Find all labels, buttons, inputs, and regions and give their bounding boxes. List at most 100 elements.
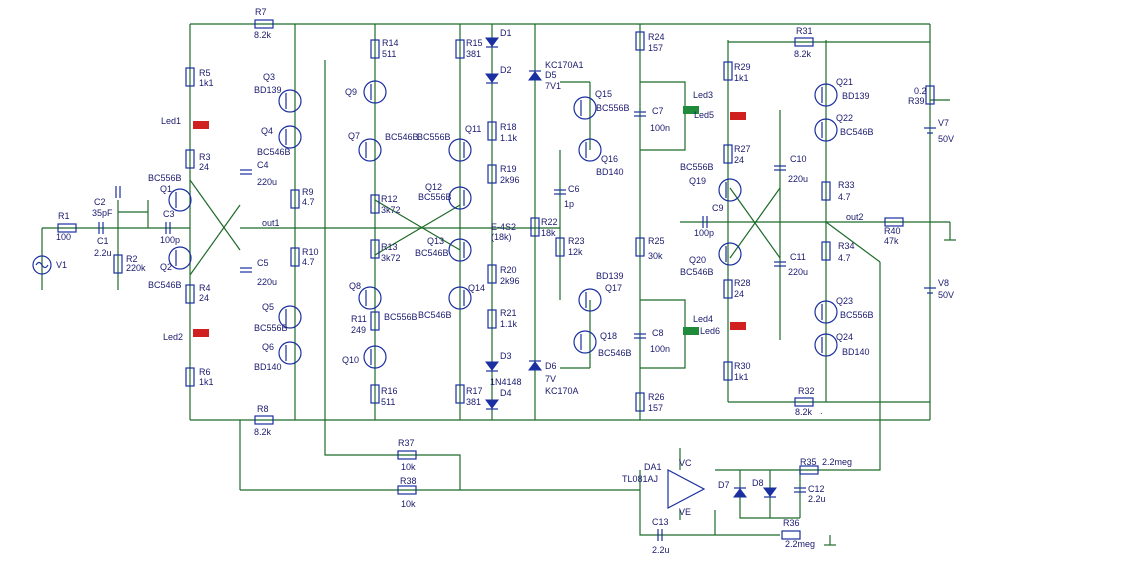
transistor-q18-name: Q18: [600, 331, 617, 341]
resistor-r12-value: 3k72: [381, 205, 401, 215]
led6-name: Led6: [700, 326, 720, 336]
transistor-q11: Q11 BC556B: [417, 124, 481, 162]
transistor-q21-part: BD139: [842, 91, 870, 101]
resistor-r28-value: 24: [734, 289, 744, 299]
resistor-r16-name: R16: [381, 386, 398, 396]
resistor-r35-value: 2.2meg: [822, 457, 852, 467]
resistor-r23-name: R23: [568, 236, 585, 246]
resistor-r27-value: 24: [734, 155, 744, 165]
resistor-r26-name: R26: [648, 392, 665, 402]
resistor-r22-value: 18k: [541, 228, 556, 238]
resistor-r19-value: 2k96: [500, 175, 520, 185]
resistor-r35: R35 2.2meg: [799, 457, 852, 475]
capacitor-c10-value: 220u: [788, 174, 808, 184]
capacitor-c6-value: 1p: [564, 199, 574, 209]
resistor-r19: R19 2k96: [487, 164, 520, 185]
resistor-r31-name: R31: [796, 26, 813, 36]
resistor-r20-name: R20: [500, 265, 517, 275]
resistor-r6: R6 1k1: [185, 367, 214, 387]
net-e-value: (18k): [491, 232, 512, 242]
capacitor-c11-name: C11: [790, 252, 806, 262]
transistor-q4: Q4 BC546B: [257, 125, 302, 157]
resistor-r17-name: R17: [466, 386, 483, 396]
resistor-r8-value: 8.2k: [254, 427, 272, 437]
source-v7-name: V7: [938, 118, 949, 128]
diode-d3: D3 1N4148: [485, 351, 522, 387]
resistor-r34-value: 4.7: [838, 253, 851, 263]
capacitor-c12: C12 2.2u: [794, 484, 826, 504]
diode-d2: D2: [485, 65, 512, 84]
capacitor-c13-value: 2.2u: [652, 545, 670, 555]
source-v8-value: 50V: [938, 290, 954, 300]
led3-name: Led3: [693, 90, 713, 100]
resistor-r38-value: 10k: [401, 499, 416, 509]
resistor-r18-name: R18: [500, 122, 517, 132]
resistor-r20: R20 2k96: [487, 264, 520, 286]
resistor-r30-value: 1k1: [734, 372, 749, 382]
transistor-q1-name: Q1: [160, 184, 172, 194]
resistor-r37: R37 10k: [397, 438, 417, 472]
resistor-r28: R28 24: [723, 278, 751, 299]
resistor-r34-name: R34: [838, 241, 855, 251]
transistor-q17-name: Q17: [605, 283, 622, 293]
net-e-label: E-4S2: [491, 222, 516, 232]
resistor-r1: R1 100: [56, 211, 77, 242]
diode-d7: D7: [718, 480, 747, 498]
resistor-r26-value: 157: [648, 403, 663, 413]
resistor-r4-name: R4: [199, 283, 211, 293]
resistor-r39-value: 0.2: [914, 86, 927, 96]
capacitor-c10-name: C10: [790, 154, 807, 164]
transistor-q14-part: BC546B: [418, 310, 452, 320]
diode-d5-value: 7V1: [545, 81, 561, 91]
capacitor-c8: C8 100n: [634, 328, 670, 354]
transistor-q6-name: Q6: [262, 342, 274, 352]
resistor-r22-name: R22: [541, 217, 558, 227]
transistor-q2-part: BC546B: [148, 280, 182, 290]
net-out2: out2: [846, 212, 864, 222]
led1-body: [193, 121, 209, 129]
resistor-r35-name: R35: [800, 457, 817, 467]
source-v8: V8 50V: [924, 278, 954, 300]
transistor-q11-name: Q11: [465, 124, 481, 134]
transistor-q5-name: Q5: [262, 302, 274, 312]
capacitor-c7-name: C7: [652, 106, 664, 116]
resistor-r12: R12 3k72: [370, 194, 401, 215]
diode-d1: D1: [485, 28, 512, 48]
resistor-r24-name: R24: [648, 32, 665, 42]
transistor-q12-part: BC556B: [418, 192, 452, 202]
resistor-r26: R26 157: [635, 392, 665, 413]
capacitor-c5-name: C5: [257, 258, 269, 268]
resistor-r24-value: 157: [648, 43, 663, 53]
led3-body: [683, 106, 699, 114]
transistor-q7-name: Q7: [348, 131, 360, 141]
transistor-q3-part: BD139: [254, 85, 282, 95]
capacitor-c13-name: C13: [652, 517, 669, 527]
capacitor-c4-value: 220u: [257, 177, 277, 187]
resistor-r40-value: 47k: [884, 236, 899, 246]
transistor-q16: Q16 BD140: [578, 138, 624, 177]
resistor-r2-name: R2: [126, 254, 138, 264]
led-led3: Led3: [683, 90, 713, 114]
transistor-q1-part: BC556B: [148, 173, 182, 183]
resistor-r40: R40 47k: [884, 217, 904, 246]
resistor-r38: R38 10k: [397, 476, 417, 509]
opamp-da1-vc: VC: [679, 458, 692, 468]
capacitor-c11-value: 220u: [788, 267, 808, 277]
capacitor-c9: C9 100p: [694, 203, 724, 238]
source-v1: V1: [32, 255, 67, 275]
net-labels: out1 out2 E-4S2 (18k) .: [262, 212, 864, 416]
diode-d8-name: D8: [752, 478, 764, 488]
transistor-q12: Q12 BC556B: [418, 182, 472, 210]
transistor-q5: Q5 BC556B: [254, 302, 302, 333]
transistor-q7: Q7 BC546B: [348, 131, 419, 162]
transistor-q22-name: Q22: [836, 113, 853, 123]
capacitor-c7: C7 100n: [634, 106, 670, 133]
led2-body: [193, 329, 209, 337]
resistor-r5-value: 1k1: [199, 78, 214, 88]
resistor-r37-name: R37: [398, 438, 415, 448]
resistor-r14-name: R14: [382, 38, 399, 48]
resistor-r31-value: 8.2k: [794, 49, 812, 59]
transistor-q22: Q22 BC546B: [814, 113, 874, 142]
resistor-r14: R14 511: [370, 38, 399, 59]
